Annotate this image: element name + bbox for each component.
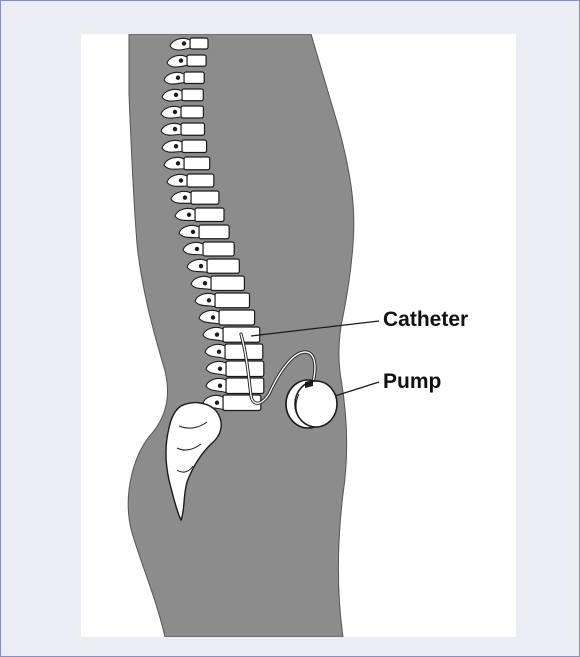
vertebra-facet [199,264,203,268]
vertebra-body [181,123,205,135]
vertebra-body [182,89,203,101]
illustration-panel: Catheter Pump [81,34,516,637]
vertebra-body [182,140,207,153]
vertebra-facet [215,332,219,336]
vertebra-body [199,225,229,239]
vertebra-facet [195,247,199,251]
pump-device [286,380,337,428]
vertebra-facet [187,213,191,217]
vertebra-facet [174,144,178,148]
vertebra-body [226,378,264,394]
vertebra-facet [173,110,177,114]
vertebra-body [207,259,239,273]
vertebra-facet [191,230,195,234]
vertebra-facet [211,315,215,319]
vertebra-body [203,242,234,256]
vertebra-body [195,208,224,222]
vertebra-facet [176,76,180,80]
pump-label: Pump [383,371,441,392]
vertebra-body [190,38,208,49]
vertebra-body [215,293,250,308]
vertebra-facet [182,41,186,45]
vertebra-facet [179,58,183,62]
vertebra-facet [207,298,211,302]
vertebra-facet [203,281,207,285]
vertebra-body [184,157,210,170]
catheter-label: Catheter [383,309,468,330]
vertebra-body [211,276,244,291]
vertebra-facet [173,127,177,131]
vertebra-facet [176,161,180,165]
vertebra-facet [179,178,183,182]
spine-pump-illustration [81,34,516,637]
vertebra-facet [217,350,221,354]
vertebra-body [219,310,255,325]
vertebra-facet [174,93,178,97]
vertebra-body [187,174,214,187]
vertebra-body [181,106,203,118]
vertebra-facet [218,384,222,388]
vertebra-facet [183,195,187,199]
vertebra-body [184,72,204,84]
vertebra-facet [215,401,219,405]
vertebra-body [226,361,264,377]
vertebra-body [187,55,206,66]
vertebra-facet [218,367,222,371]
vertebra-body [191,191,219,204]
